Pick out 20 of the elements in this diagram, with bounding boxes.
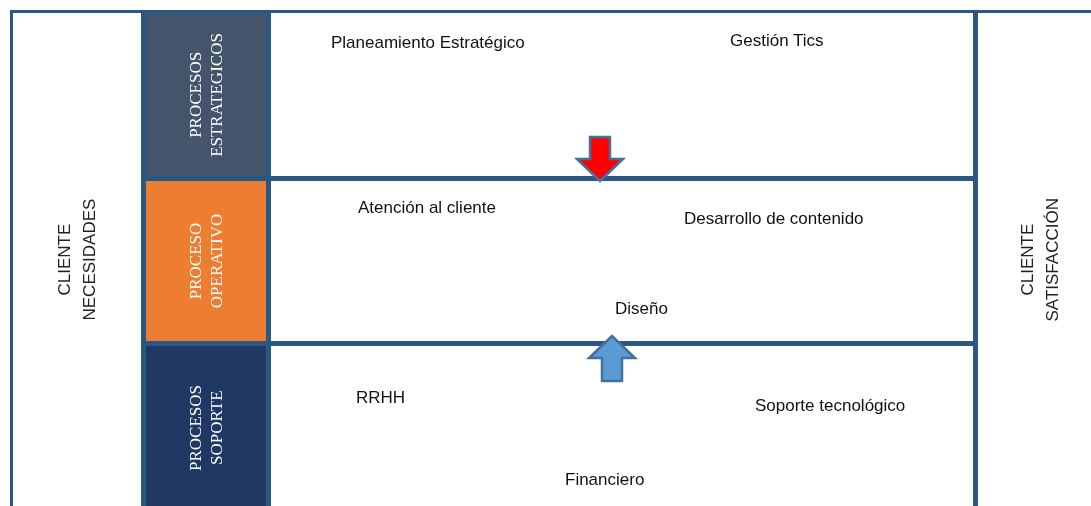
process-label: Gestión Tics bbox=[730, 31, 824, 51]
process-category-band bbox=[143, 178, 269, 344]
process-label: Soporte tecnológico bbox=[755, 396, 906, 416]
category-label: PROCESOS ESTRATEGICOS bbox=[184, 32, 227, 157]
process-area-box bbox=[268, 178, 976, 344]
process-label: Financiero bbox=[565, 470, 645, 490]
process-label: Diseño bbox=[615, 299, 668, 319]
stakeholder-label: CLIENTE NECESIDADES bbox=[53, 198, 100, 323]
process-label: Planeamiento Estratégico bbox=[331, 33, 525, 53]
process-category-band bbox=[143, 10, 269, 179]
stakeholder-label: CLIENTE SATISFACCIÓN bbox=[1016, 197, 1063, 323]
process-label: RRHH bbox=[356, 388, 406, 408]
process-label: Desarrollo de contenido bbox=[684, 209, 864, 229]
process-category-band bbox=[143, 343, 269, 506]
process-label: Atención al cliente bbox=[358, 198, 496, 218]
block-arrow bbox=[585, 334, 639, 383]
block-arrow bbox=[573, 135, 627, 183]
category-label: PROCESO OPERATIVO bbox=[184, 213, 227, 309]
category-label: PROCESOS SOPORTE bbox=[184, 385, 227, 471]
stakeholder-panel bbox=[975, 10, 1091, 506]
